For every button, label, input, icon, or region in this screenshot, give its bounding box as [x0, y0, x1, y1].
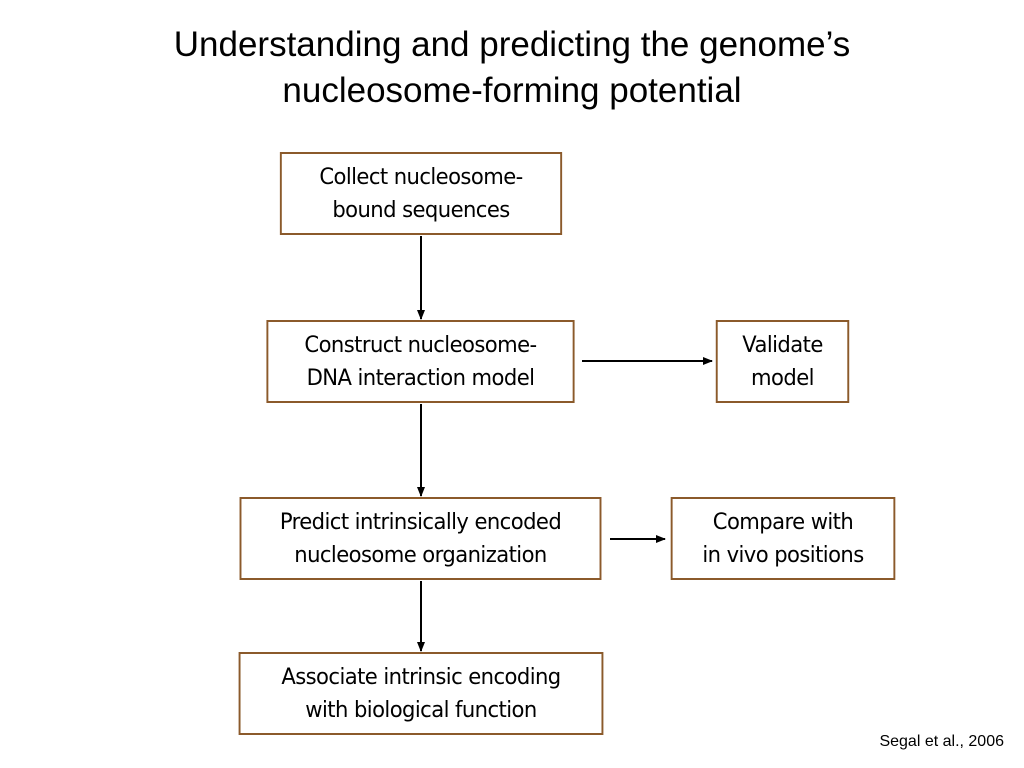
step-construct-model: Construct nucleosome- DNA interaction mo…	[266, 320, 575, 403]
slide-title: Understanding and predicting the genome’…	[0, 22, 1024, 114]
step-predict-organization: Predict intrinsically encoded nucleosome…	[239, 497, 602, 580]
step-construct-line-1: Construct nucleosome-	[304, 332, 537, 358]
step-collect-line-2: bound sequences	[332, 197, 510, 223]
step-construct-line-2: DNA interaction model	[306, 365, 535, 391]
step-validate-line-2: model	[751, 365, 814, 391]
step-predict-line-1: Predict intrinsically encoded	[279, 509, 562, 535]
step-validate-model: Validate model	[715, 320, 850, 403]
step-compare-line-1: Compare with	[712, 509, 854, 535]
step-compare-in-vivo: Compare with in vivo positions	[670, 497, 896, 580]
citation: Segal et al., 2006	[879, 733, 1004, 750]
step-collect-line-1: Collect nucleosome-	[319, 164, 523, 190]
step-associate-function: Associate intrinsic encoding with biolog…	[238, 652, 604, 735]
step-validate-line-1: Validate	[742, 332, 823, 358]
step-predict-line-2: nucleosome organization	[294, 542, 547, 568]
step-associate-line-1: Associate intrinsic encoding	[281, 664, 561, 690]
step-compare-line-2: in vivo positions	[702, 542, 864, 568]
title-line-2: nucleosome-forming potential	[282, 71, 742, 110]
title-line-1: Understanding and predicting the genome’…	[173, 25, 851, 64]
step-associate-line-2: with biological function	[305, 697, 537, 723]
step-collect-sequences: Collect nucleosome- bound sequences	[279, 152, 563, 235]
